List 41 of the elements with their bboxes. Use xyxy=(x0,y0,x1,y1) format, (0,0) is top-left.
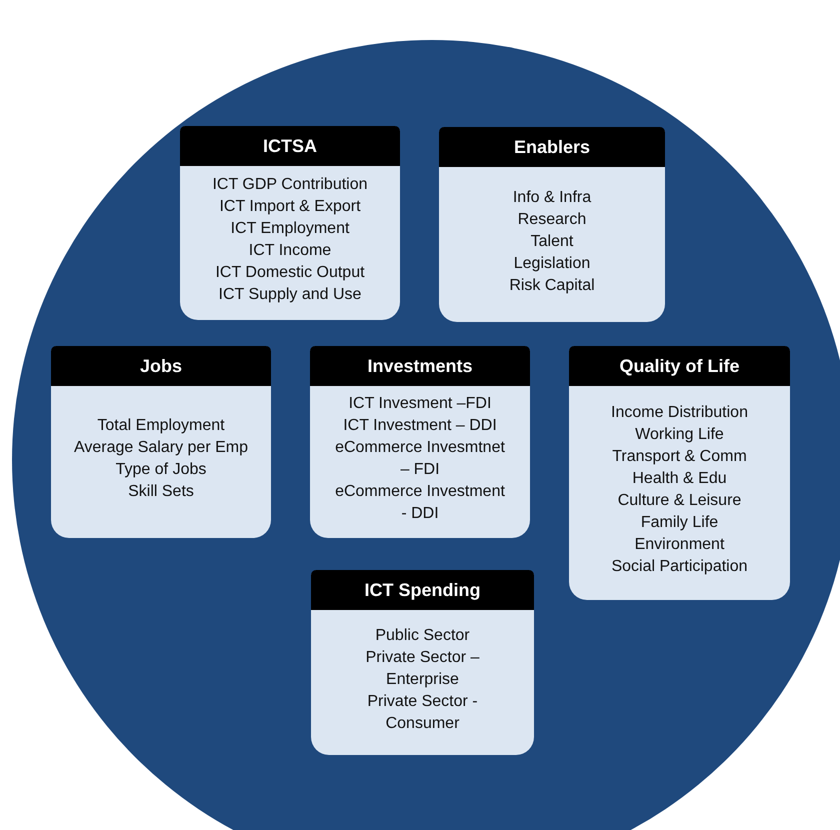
list-item: Family Life xyxy=(640,513,718,533)
list-item: Health & Edu xyxy=(632,469,727,489)
list-item: Info & Infra xyxy=(512,188,592,208)
card-heading: ICTSA xyxy=(180,126,400,166)
category-card xyxy=(310,346,530,538)
list-item: ICT GDP Contribution xyxy=(212,175,368,195)
list-item: Average Salary per Emp xyxy=(74,438,248,458)
list-item: Type of Jobs xyxy=(116,460,206,480)
category-card xyxy=(51,346,271,538)
list-item: Risk Capital xyxy=(509,276,595,296)
list-item: Culture & Leisure xyxy=(618,491,742,511)
list-item: Research xyxy=(518,210,586,230)
list-item: ICT Invesment –FDI xyxy=(348,394,492,414)
card-heading: Jobs xyxy=(51,346,271,386)
category-card xyxy=(439,127,665,322)
list-item: ICT Import & Export xyxy=(219,197,361,217)
list-item: Private Sector - Consumer xyxy=(366,692,479,734)
list-item: eCommerce Investment - DDI xyxy=(334,482,506,524)
card-heading: Quality of Life xyxy=(569,346,790,386)
list-item: Talent xyxy=(530,232,574,252)
list-item: Social Participation xyxy=(611,557,748,577)
card-heading: Enablers xyxy=(439,127,665,167)
category-card xyxy=(569,346,790,600)
list-item: Income Distribution xyxy=(611,403,748,423)
list-item: Working Life xyxy=(635,425,724,445)
card-heading: ICT Spending xyxy=(311,570,534,610)
list-item: ICT Income xyxy=(248,241,332,261)
card-heading: Investments xyxy=(310,346,530,386)
list-item: Legislation xyxy=(514,254,590,274)
list-item: ICT Domestic Output xyxy=(215,263,365,283)
list-item: Total Employment xyxy=(97,416,225,436)
list-item: ICT Investment – DDI xyxy=(343,416,497,436)
list-item: ICT Employment xyxy=(230,219,350,239)
list-item: Transport & Comm xyxy=(612,447,747,467)
list-item: Environment xyxy=(634,535,724,555)
list-item: Skill Sets xyxy=(128,482,194,502)
list-item: Public Sector xyxy=(375,626,470,646)
list-item: ICT Supply and Use xyxy=(218,285,362,305)
category-card xyxy=(180,126,400,320)
list-item: Private Sector – Enterprise xyxy=(364,648,480,690)
category-card xyxy=(311,570,534,755)
